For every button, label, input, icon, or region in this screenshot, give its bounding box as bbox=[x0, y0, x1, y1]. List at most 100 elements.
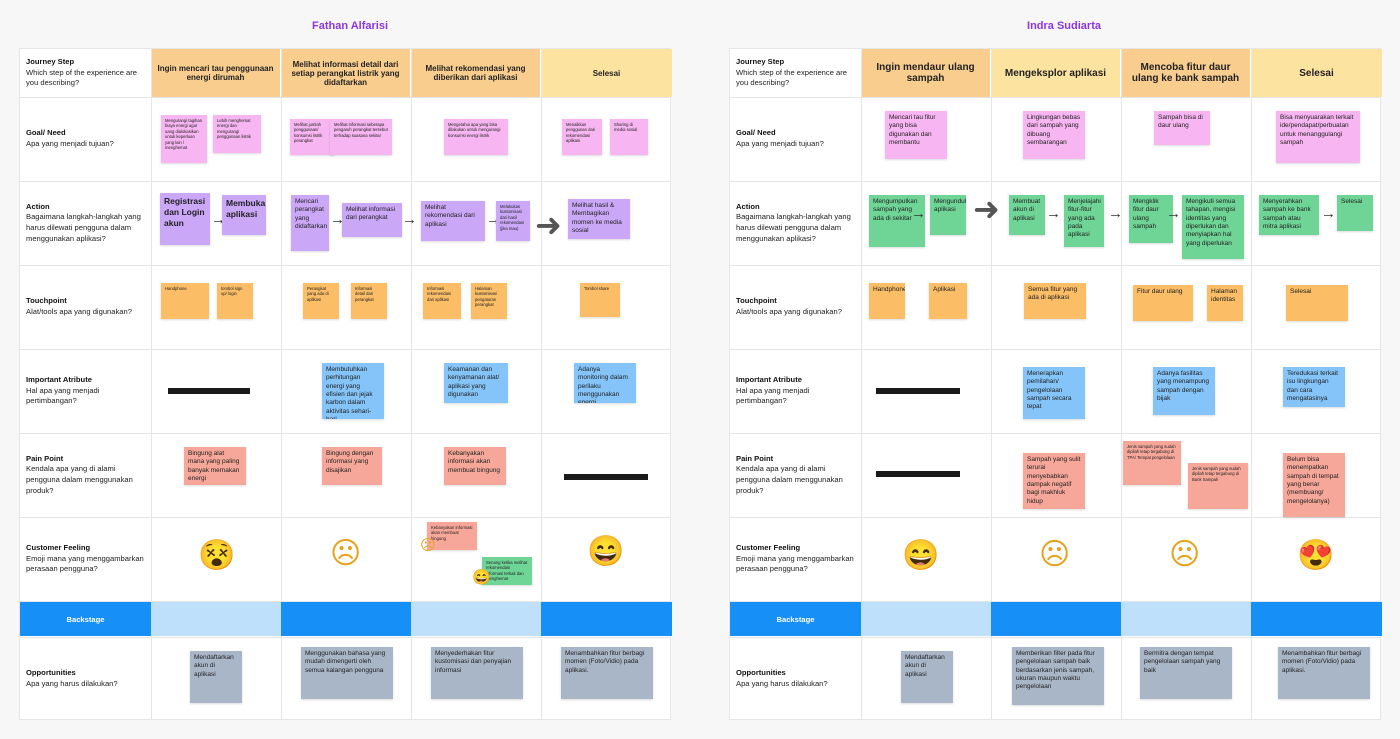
action-note: Mengikuti semua tahapan, mengisi identit… bbox=[1182, 195, 1244, 259]
big-arrow-icon: ➜ bbox=[535, 207, 562, 243]
journey-step-2: Mengeksplor aplikasi bbox=[991, 49, 1120, 97]
goal-note: Sharing di media sosial bbox=[610, 119, 648, 155]
opportunity-note: Memberikan filter pada fitur pengelolaan… bbox=[1012, 647, 1104, 705]
face-love-icon: 😍 bbox=[1297, 539, 1335, 572]
journey-step-2: Melihat informasi detail dari setiap per… bbox=[281, 49, 410, 97]
arrow-icon: → bbox=[1321, 205, 1336, 222]
action-note: Melihat hasil & Membagikan momen ke medi… bbox=[568, 199, 630, 239]
action-note: Melihat informasi dari perangkat bbox=[342, 203, 402, 237]
journey-step-4: Selesai bbox=[541, 49, 672, 97]
touchpoint-note: Perangkat yang ada di aplikasi bbox=[303, 283, 339, 319]
goal-note: Lebih menghemat energi dan mengurangi pe… bbox=[213, 115, 261, 153]
touchpoint-note: Semua fitur yang ada di aplikasi bbox=[1024, 283, 1086, 319]
touchpoint-note: Halaman identitas bbox=[1207, 285, 1243, 321]
face-frown-icon: ☹ bbox=[1039, 538, 1071, 571]
action-note: Registrasi dan Login akun bbox=[160, 193, 210, 245]
face-grin-icon: 😄 bbox=[472, 569, 491, 586]
journey-board-left: Ingin mencari tau penggunaan energi diru… bbox=[19, 48, 672, 720]
empty-marker bbox=[876, 388, 960, 394]
opportunity-note: Menggunakan bahasa yang mudah dimengerti… bbox=[301, 647, 393, 699]
backstage-cell bbox=[281, 602, 411, 636]
action-note: Menyerahkan sampah ke bank sampah atau m… bbox=[1259, 195, 1319, 235]
feeling-note: Senang ketika melihat rekomendasi inform… bbox=[482, 557, 532, 585]
arrow-icon: → bbox=[1166, 205, 1181, 222]
touchpoint-note: Fitur daur ulang bbox=[1133, 285, 1193, 321]
journey-step-1: Ingin mencari tau penggunaan energi diru… bbox=[151, 49, 280, 97]
journey-step-3: Melihat rekomendasi yang diberikan dari … bbox=[411, 49, 540, 97]
journey-step-3: Mencoba fitur daur ulang ke bank sampah bbox=[1121, 49, 1250, 97]
journey-step-1: Ingin mendaur ulang sampah bbox=[861, 49, 990, 97]
touchpoint-note: Handphone bbox=[869, 283, 905, 319]
touchpoint-note: Informasi rekomendasi dari aplikasi bbox=[423, 283, 461, 319]
pain-note: Bingung dengan informasi yang disajikan bbox=[322, 447, 382, 485]
goal-note: Mencari tau fitur yang bisa digunakan da… bbox=[885, 111, 947, 159]
touchpoint-note: Halaman kustomisasi pengaturan perangkat bbox=[471, 283, 507, 319]
journey-board-right: Ingin mendaur ulang sampah Mengeksplor a… bbox=[729, 48, 1382, 720]
opportunity-note: Menambahkan fitur berbagi momen (Foto/Vi… bbox=[1278, 647, 1370, 699]
opportunity-note: Menambahkan fitur berbagi momen (Foto/Vi… bbox=[561, 647, 653, 699]
pain-note: Belum bisa menempatkan sampah di tempat … bbox=[1283, 453, 1345, 517]
backstage-cell bbox=[541, 602, 672, 636]
pain-note: Kebanyakan informasi akan membuat bingun… bbox=[444, 447, 506, 485]
backstage-label: Backstage bbox=[20, 602, 151, 636]
action-note: Membuat akun di aplikasi bbox=[1009, 195, 1045, 235]
pain-note: Jenis sampah yang sudah dipilah tetap te… bbox=[1123, 441, 1181, 485]
persona-title-left: Fathan Alfarisi bbox=[312, 20, 388, 32]
empty-marker bbox=[564, 474, 648, 480]
goal-note: Mengetahui apa yang bisa dilakukan untuk… bbox=[444, 119, 508, 155]
arrow-icon: → bbox=[911, 205, 926, 222]
touchpoint-note: Informasi detail dari perangkat bbox=[351, 283, 387, 319]
attribute-note: Menerapkan pemilahan/ pengelolaan sampah… bbox=[1023, 367, 1085, 419]
opportunity-note: Bermitra dengan tempat pengelolaan sampa… bbox=[1140, 647, 1232, 699]
attribute-note: Membutuhkan perhitungan energi yang efis… bbox=[322, 363, 384, 419]
goal-note: Bisa menyuarakan terkait ide/pendapat/pe… bbox=[1276, 111, 1360, 163]
goal-note: Mengurangi tagihan biaya energi agar uan… bbox=[161, 115, 207, 163]
action-note: Mencari perangkat yang didaftarkan bbox=[291, 195, 329, 251]
big-arrow-icon: ➜ bbox=[973, 191, 1000, 227]
attribute-note: Teredukasi terkait isu lingkungan dan ca… bbox=[1283, 367, 1345, 407]
action-note: Melakukan kustomisasi dari hasil rekomen… bbox=[496, 201, 530, 241]
arrow-icon: → bbox=[330, 211, 345, 228]
arrow-icon: → bbox=[402, 211, 417, 228]
face-grin-icon: 😄 bbox=[902, 539, 940, 572]
touchpoint-note: tombol sign up/ login bbox=[217, 283, 253, 319]
pain-note: Bingung alat mana yang paling banyak mem… bbox=[184, 447, 246, 485]
action-note: Mengumpulkan sampah yang ada di sekitar bbox=[869, 195, 925, 247]
touchpoint-note: Selesai bbox=[1286, 285, 1348, 321]
pain-note: Sampah yang sulit terurai menyebabkan da… bbox=[1023, 453, 1085, 509]
opportunity-note: Mendaftarkan akun di aplikasi bbox=[190, 651, 242, 703]
goal-note: Melihat informasi seberapa pengaruh pera… bbox=[330, 119, 392, 155]
action-note: Selesai bbox=[1337, 195, 1373, 231]
action-note: Melihat rekomendasi dari aplikasi bbox=[421, 201, 485, 241]
empty-marker bbox=[876, 471, 960, 477]
goal-note: Menaikkan penggunan dari rekomendasi apl… bbox=[562, 119, 602, 155]
backstage-cell bbox=[991, 602, 1121, 636]
action-note: Mengklik fitur daur ulang sampah bbox=[1129, 195, 1173, 243]
journey-step-4: Selesai bbox=[1251, 49, 1382, 97]
attribute-note: Adanya monitoring dalam perilaku menggun… bbox=[574, 363, 636, 403]
persona-title-right: Indra Sudiarta bbox=[1027, 20, 1101, 32]
goal-note: Sampah bisa di daur ulang bbox=[1154, 111, 1210, 145]
pain-note: Jenis sampah yang sudah dipilah tetap te… bbox=[1188, 463, 1248, 509]
backstage-cell bbox=[1251, 602, 1382, 636]
backstage-cell bbox=[151, 602, 281, 636]
face-dizzy-icon: 😵 bbox=[198, 539, 236, 572]
attribute-note: Keamanan dan kenyamanan alat/ aplikasi y… bbox=[444, 363, 508, 403]
action-note: Menjelajahi fitur-fitur yang ada pada ap… bbox=[1064, 195, 1104, 247]
feeling-note: Kebanyakan informasi akan membuat bingun… bbox=[427, 522, 477, 550]
backstage-cell bbox=[1121, 602, 1251, 636]
